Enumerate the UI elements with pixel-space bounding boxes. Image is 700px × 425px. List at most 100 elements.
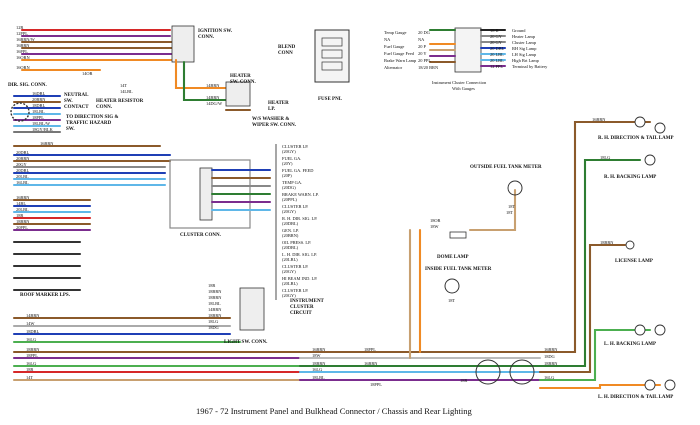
wire-tl-6: 16ORN xyxy=(16,65,30,70)
lh-backing-label: L. H. BACKING LAMP xyxy=(604,342,656,347)
ww-line-1: W/S WASHER & xyxy=(252,117,289,122)
ignition-switch-label: IGNITION SW. CONN. xyxy=(198,29,233,40)
wire-ch-0: 16BRN xyxy=(312,347,326,352)
legend-left-2-name: Fuel Gauge xyxy=(384,44,404,49)
legend-right-1-wire: 20 GY xyxy=(490,34,503,39)
wire-h-3: 14BRN xyxy=(206,83,220,88)
cluster-label-7-b: (20BRN) xyxy=(282,233,299,238)
cluster-circuit-labels: CLUSTER LP. (20GY) FUEL GA. (20Y) FUEL G… xyxy=(275,144,319,300)
wire-ml-5: 18LBL/W xyxy=(32,121,51,126)
wire-ll-11: 18BRN xyxy=(16,219,30,224)
cluster-label-1-b: (20Y) xyxy=(282,161,293,166)
legend-caption-2: With Gauges xyxy=(452,86,475,91)
inside-tank-meter xyxy=(444,278,460,294)
wire-r-2: 18BRN xyxy=(544,361,558,366)
gauge-legend-right: 18 B Ground 20 GY Heater Lamp 20 GY Clus… xyxy=(490,28,548,69)
wire-ml-0: 16DBL xyxy=(32,91,45,96)
heater-lp-line-1: HEATER xyxy=(268,101,289,106)
heater-resistor-label: HEATER RESISTOR CONN. xyxy=(96,99,144,110)
outside-tank-label: OUTSIDE FUEL TANK METER xyxy=(470,165,542,170)
wire-tl-1: 12PPL xyxy=(16,31,28,36)
wire-ch-4: 18LBL xyxy=(312,375,325,380)
instrument-circuit-label: INSTRUMENT CLUSTER CIRCUIT xyxy=(290,299,325,316)
wire-bh-4: 14BRN xyxy=(208,307,222,312)
legend-left-4-name: Brake Warn Lamp xyxy=(384,58,417,63)
wire-ll-6: 16LBL xyxy=(16,180,29,185)
wire-bl-4: 18BRN xyxy=(26,347,40,352)
wire-bl-6: 16LG xyxy=(26,361,37,366)
ww-line-2: WIPER SW. CONN. xyxy=(252,123,297,128)
legend-right-2-name: Cluster Lamp xyxy=(512,40,537,45)
wire-ll-1: 20DBL xyxy=(16,150,29,155)
legend-right-2-wire: 20 GY xyxy=(490,40,503,45)
wire-bh-7: 18DG xyxy=(208,325,220,330)
wire-ll-9: 20LBL xyxy=(16,207,29,212)
legend-left-1-name: NA xyxy=(384,37,391,42)
gauge-legend-left: Temp Gauge 20 DG NA NA Fuel Gauge 20 P F… xyxy=(384,30,439,70)
wire-r-5: 18LG xyxy=(600,155,611,160)
wire-ml-3: 18LBL xyxy=(32,109,45,114)
cluster-connector xyxy=(169,159,272,229)
heater-sw-line-2: SW. CONN. xyxy=(230,80,257,85)
legend-left-4-wire: 20 PPL xyxy=(418,58,431,63)
legend-right-1-name: Heater Lamp xyxy=(512,34,536,39)
wire-ll-12: 20PPL xyxy=(16,225,28,230)
legend-right-3-name: RH Sig Lamp xyxy=(512,46,537,51)
cluster-label-8-a: OIL PRESS. LP. xyxy=(282,240,311,245)
heater-switch-label: HEATER SW. CONN. xyxy=(230,74,257,85)
outside-tank-meter xyxy=(507,180,523,196)
rear-harness xyxy=(468,120,662,390)
cluster-label-9-a: L. H. DIR. SIG. LP. xyxy=(282,252,317,257)
cluster-label-10-b: (20GY) xyxy=(282,269,296,274)
legend-left-3-name: Fuel Gauge Feed xyxy=(384,51,415,56)
inside-tank-label: INSIDE FUEL TANK METER xyxy=(425,267,492,272)
legend-left-1-wire: NA xyxy=(418,37,425,42)
bulkhead-connector-rings xyxy=(475,359,535,385)
inst-circuit-line-1: INSTRUMENT xyxy=(290,299,325,304)
wire-ch-1: 18W xyxy=(312,353,321,358)
lower-left-wire-labels: 16BRN 20DBL 20BRN 20GY 20DBL 20LBL 16LBL… xyxy=(16,141,54,230)
wire-ll-8: 14BL xyxy=(16,201,26,206)
legend-right-0-name: Ground xyxy=(512,28,526,33)
wire-r-8: 18T xyxy=(508,204,515,209)
wire-h-5: 14DG/W xyxy=(206,101,223,106)
legend-left-0-wire: 20 DG xyxy=(418,30,431,35)
cluster-label-1-a: FUEL GA. xyxy=(282,156,301,161)
blend-conn-line-2: CONN xyxy=(278,51,293,56)
ignition-switch-body xyxy=(171,25,228,102)
heater-sw-line-1: HEATER xyxy=(230,74,251,79)
fuse-panel-body xyxy=(314,29,350,83)
ignition-sw-line-1: IGNITION SW. xyxy=(198,29,233,34)
cluster-label-5-a: CLUSTER LP. xyxy=(282,204,308,209)
light-switch-label: LIGHT SW. CONN. xyxy=(224,340,268,345)
cluster-label-3-b: (20DG) xyxy=(282,185,296,190)
cluster-label-7-a: GEN. LP. xyxy=(282,228,299,233)
wire-bh-3: 18LBL xyxy=(208,301,221,306)
wire-bh-0: 18R xyxy=(208,283,215,288)
cluster-label-0-a: CLUSTER LP. xyxy=(282,144,308,149)
cluster-label-4-a: BRAKE WARN. LP. xyxy=(282,192,319,197)
wire-t-2: 18T xyxy=(448,298,455,303)
wire-r-0: 16BRN xyxy=(544,347,558,352)
dome-lamp-label: DOME LAMP xyxy=(437,255,469,260)
blend-conn-label: BLEND CONN xyxy=(278,45,296,56)
wire-r-1: 18DG xyxy=(544,354,556,359)
wire-ml-4: 18PPL xyxy=(32,115,44,120)
wire-t-0: 18OR xyxy=(430,218,441,223)
bulkhead-wire-labels: 18R 18BRN 18BRN 18LBL 14BRN 18BRN 18LG 1… xyxy=(208,283,222,330)
legend-right-5-wire: 20 LBL xyxy=(490,58,504,63)
dir-sig-conn-label: DIR. SIG. CONN. xyxy=(8,83,48,88)
neutral-line-1: NEUTRAL xyxy=(64,93,89,98)
legend-left-5-wire: 18/20 BRN xyxy=(418,65,439,70)
cluster-label-12-a: CLUSTER LP. xyxy=(282,288,308,293)
bottom-left-wire-labels: 14BRN 14W 18DBL 16LG 18BRN 18PPL 16LG 18… xyxy=(26,313,40,380)
inst-circuit-line-3: CIRCUIT xyxy=(290,311,312,316)
legend-right-6-wire: 12 PPL xyxy=(490,64,503,69)
legend-caption-1: Instrument Cluster Connection xyxy=(432,80,487,85)
wire-ll-3: 20GY xyxy=(16,162,28,167)
tank-wire-labels: 18OR 18W 18T 18T xyxy=(430,210,513,303)
wire-ch-6: 16BRN xyxy=(364,361,378,366)
mid-left-harness xyxy=(12,94,62,134)
wire-t-1: 18W xyxy=(430,224,439,229)
heater-lp-line-2: LP. xyxy=(268,107,276,112)
